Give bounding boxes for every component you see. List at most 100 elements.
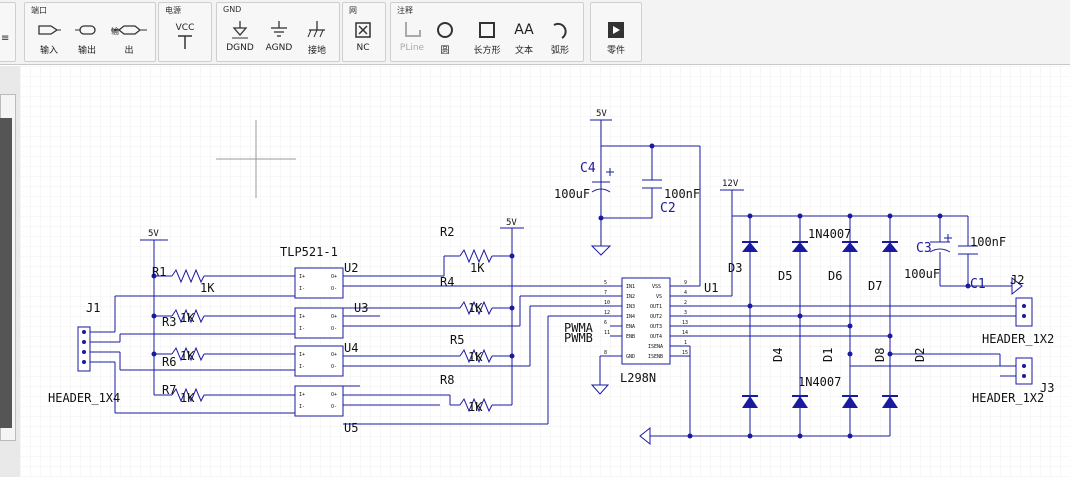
c4-label: C4: [580, 161, 596, 176]
u2-pin-ip: I+: [299, 274, 305, 280]
schematic-toolbar: ≡ 端口 输入 输出 出 输 电源 VCC GND DGND: [0, 0, 1070, 65]
d7-label: D7: [868, 279, 882, 293]
annotation-group-label: 注释: [397, 6, 413, 15]
c4-value: 100uF: [554, 187, 590, 201]
c2-value: 100nF: [664, 187, 700, 201]
pin-labels: IN1 IN2 IN3 IN4 ENA ENB GND VSS VS OUT1 …: [299, 274, 688, 410]
diode-symbols: [742, 241, 898, 408]
dgnd-icon: [232, 21, 248, 39]
parts-group: 零件: [590, 2, 642, 62]
diode-type-bottom: 1N4007: [798, 375, 841, 389]
j3-label: J3: [1040, 381, 1054, 395]
j1-type-label: HEADER_1X4: [48, 391, 120, 405]
l298-pin-isenb: ISENB: [648, 354, 663, 360]
pline-button[interactable]: PLine: [395, 19, 429, 59]
l298-pin-in1: IN1: [626, 284, 635, 290]
left-panel-scrollbar[interactable]: [0, 118, 12, 428]
r2-value: 1K: [470, 261, 485, 275]
l298-num-15: 15: [682, 350, 688, 356]
c2-label: C2: [660, 201, 676, 216]
c3-value: 100uF: [904, 267, 940, 281]
diode-type-top: 1N4007: [808, 227, 851, 241]
text-label: 文本: [514, 46, 533, 56]
l298-pin-out3: OUT3: [650, 324, 662, 330]
l298-num-2: 2: [684, 300, 687, 306]
l298-pin-out1: OUT1: [650, 304, 662, 310]
rectangle-icon: [479, 22, 495, 38]
arc-button[interactable]: 弧形: [545, 19, 575, 59]
r3-label: R3: [162, 315, 176, 329]
u3-pin-op: O+: [331, 314, 337, 320]
polarity-marks: [606, 168, 952, 242]
port-group: 端口 输入 输出 出 输: [24, 2, 156, 62]
earth-button[interactable]: 接地: [301, 19, 333, 59]
circle-label: 圆: [440, 46, 450, 56]
parts-icon: [608, 22, 624, 38]
j2-type-label: HEADER_1X2: [982, 332, 1054, 346]
u5-pin-on: O-: [331, 404, 337, 410]
gnd-group: GND DGND AGND 接地: [216, 2, 340, 62]
circle-button[interactable]: 圆: [433, 19, 457, 59]
u5-pin-ip: I+: [299, 392, 305, 398]
v5-label-c: 5V: [596, 109, 607, 119]
l298-num-14: 14: [682, 330, 688, 336]
l298-pin-in2: IN2: [626, 294, 635, 300]
u2-pin-in: I-: [299, 286, 305, 292]
bidir-port-label: 出: [124, 46, 134, 56]
l298-pin-vss: VSS: [652, 284, 661, 290]
parts-button[interactable]: 零件: [597, 19, 635, 59]
d5-label: D5: [778, 269, 792, 283]
u2-pin-on: O-: [331, 286, 337, 292]
u3-pin-ip: I+: [299, 314, 305, 320]
j3-type-label: HEADER_1X2: [972, 391, 1044, 405]
dgnd-button[interactable]: DGND: [223, 19, 257, 59]
r8-label: R8: [440, 373, 454, 387]
u1-label: U1: [704, 281, 718, 295]
bidir-port-button[interactable]: 出: [109, 19, 149, 59]
wires: [77, 119, 1033, 446]
nc-label: NC: [356, 43, 370, 53]
l298-num-4: 4: [684, 290, 687, 296]
output-port-button[interactable]: 输出: [71, 19, 103, 59]
partial-button[interactable]: ≡: [1, 33, 10, 44]
annotation-group: 注释 PLine 圆 长方形 AA 文本 弧形: [390, 2, 584, 62]
schematic-drawing: J1 HEADER_1X4 5V R1 1K R3 1K R6 1K R7 1K…: [20, 66, 1070, 477]
input-port-icon: [38, 25, 61, 35]
circle-icon: [437, 22, 453, 38]
l298-pin-out4: OUT4: [650, 334, 662, 340]
l298-pin-enb: ENB: [626, 334, 635, 340]
l298-num-13: 13: [682, 320, 688, 326]
agnd-button[interactable]: AGND: [261, 19, 297, 59]
power-group-label: 电源: [165, 6, 181, 15]
earth-label: 接地: [307, 46, 326, 56]
l298-pin-in3: IN3: [626, 304, 635, 310]
left-panel[interactable]: [0, 66, 20, 477]
component-labels: J1 HEADER_1X4 5V R1 1K R3 1K R6 1K R7 1K…: [48, 109, 1054, 435]
port-group-label: 端口: [31, 6, 47, 15]
l298-pin-gnd: GND: [626, 354, 635, 360]
schematic-canvas[interactable]: J1 HEADER_1X4 5V R1 1K R3 1K R6 1K R7 1K…: [20, 66, 1070, 477]
arc-icon: [553, 22, 567, 39]
output-port-label: 输出: [77, 46, 96, 56]
rectangle-button[interactable]: 长方形: [469, 19, 505, 59]
text-button[interactable]: AA 文本: [509, 19, 539, 59]
d6-label: D6: [828, 269, 842, 283]
u5-pin-in: I-: [299, 404, 305, 410]
l298-pin-out2: OUT2: [650, 314, 662, 320]
nc-button[interactable]: NC: [347, 19, 379, 59]
input-port-button[interactable]: 输入: [33, 19, 65, 59]
c1-value: 100nF: [970, 235, 1006, 249]
v5-label-b: 5V: [506, 218, 517, 228]
polyline-icon: [405, 22, 421, 37]
net-group: 网 NC: [342, 2, 386, 62]
vcc-button[interactable]: VCC: [167, 23, 203, 63]
u4-pin-on: O-: [331, 364, 337, 370]
v5-label-a: 5V: [148, 229, 159, 239]
l298-pin-in4: IN4: [626, 314, 635, 320]
partial-group: ≡: [0, 2, 16, 62]
u4-pin-ip: I+: [299, 352, 305, 358]
j2-label: J2: [1010, 273, 1024, 287]
input-port-label: 输入: [39, 46, 58, 56]
r7-value: 1K: [180, 391, 195, 405]
output-port-icon: [75, 25, 96, 35]
